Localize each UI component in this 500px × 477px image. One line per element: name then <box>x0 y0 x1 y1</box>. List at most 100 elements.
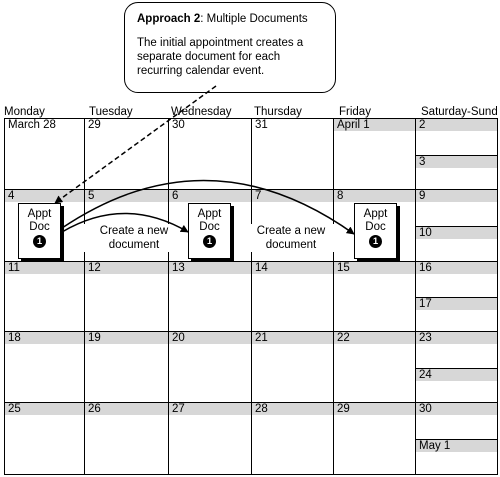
date-label: 22 <box>337 332 350 344</box>
date-bar <box>5 119 85 131</box>
date-label: 11 <box>8 262 20 274</box>
create-note-2: Create a new document <box>241 224 341 252</box>
date-bar <box>85 190 169 202</box>
arrow-to-doc-3 <box>61 179 355 235</box>
callout-line: The initial appointment creates a <box>137 37 304 49</box>
date-label: 20 <box>172 332 185 344</box>
day-cell: March 28 <box>4 118 86 191</box>
date-bar <box>252 190 334 202</box>
doc-number-badge: 1 <box>33 235 46 248</box>
create-note-1: Create a new document <box>84 224 184 252</box>
date-label: 17 <box>419 298 432 310</box>
date-label: 2 <box>419 119 426 131</box>
date-label: 4 <box>8 190 15 202</box>
date-bar <box>416 156 497 168</box>
note-line: Create a new <box>256 225 326 237</box>
date-bar <box>85 403 169 415</box>
day-header: Wednesday <box>171 106 232 118</box>
day-cell: 29 <box>333 402 417 475</box>
date-bar <box>169 332 252 344</box>
date-label: 7 <box>255 190 262 202</box>
date-label: 29 <box>337 403 350 415</box>
doc-line: Doc <box>199 221 220 233</box>
date-label: 27 <box>172 403 185 415</box>
date-label: 25 <box>8 403 21 415</box>
date-label: 16 <box>419 262 432 274</box>
day-cell: 26 <box>84 402 170 475</box>
day-cell: April 1 <box>333 118 417 191</box>
day-cell: 20 <box>168 331 253 404</box>
date-bar <box>169 190 252 202</box>
doc-number-badge: 1 <box>203 235 216 248</box>
day-header: Thursday <box>254 106 302 118</box>
date-bar <box>85 332 169 344</box>
date-bar <box>334 119 416 131</box>
sunday-cell: 3 <box>415 155 498 191</box>
date-bar <box>169 403 252 415</box>
date-label: 19 <box>88 332 101 344</box>
date-bar <box>416 227 497 239</box>
day-cell: 19 <box>84 331 170 404</box>
date-bar <box>416 190 497 202</box>
date-label: 30 <box>419 403 432 415</box>
saturday-cell: 2 <box>415 118 498 156</box>
date-label: 31 <box>255 119 268 131</box>
date-bar <box>334 190 416 202</box>
date-label: 21 <box>255 332 268 344</box>
date-label: 24 <box>419 369 432 381</box>
date-bar <box>334 262 416 274</box>
sunday-cell: May 1 <box>415 439 498 475</box>
day-cell: 27 <box>168 402 253 475</box>
date-label: 14 <box>255 262 268 274</box>
day-cell: 22 <box>333 331 417 404</box>
appt-doc-3: Appt Doc 1 <box>354 203 397 259</box>
date-bar <box>416 262 497 274</box>
date-bar <box>416 403 497 415</box>
date-label: 13 <box>172 262 185 274</box>
date-label: 8 <box>337 190 344 202</box>
day-cell: 30 <box>168 118 253 191</box>
callout-title: Approach 2: Multiple Documents <box>137 12 325 26</box>
sunday-cell: 17 <box>415 297 498 333</box>
doc-line: Doc <box>365 221 386 233</box>
date-bar <box>416 440 497 452</box>
date-label: 28 <box>255 403 268 415</box>
day-header: Monday <box>4 106 45 118</box>
day-header: Tuesday <box>89 106 133 118</box>
doc-line: Appt <box>197 208 222 220</box>
doc-line: Doc <box>29 221 50 233</box>
date-label: March 28 <box>8 119 56 131</box>
date-label: 29 <box>88 119 101 131</box>
date-label: April 1 <box>337 119 370 131</box>
date-bar <box>252 403 334 415</box>
date-bar <box>416 298 497 310</box>
date-label: 5 <box>88 190 95 202</box>
date-label: 23 <box>419 332 432 344</box>
day-cell: 15 <box>333 261 417 333</box>
date-bar <box>416 119 497 131</box>
date-label: 30 <box>172 119 185 131</box>
day-cell: 14 <box>251 261 335 333</box>
date-bar <box>169 119 252 131</box>
date-label: 6 <box>172 190 179 202</box>
date-bar <box>252 119 334 131</box>
date-bar <box>416 369 497 381</box>
date-bar <box>169 262 252 274</box>
date-label: 12 <box>88 262 101 274</box>
callout-pointer-arrow <box>54 85 217 204</box>
date-bar <box>5 262 85 274</box>
date-bar <box>5 332 85 344</box>
date-bar <box>85 119 169 131</box>
doc-number-badge: 1 <box>369 235 382 248</box>
date-bar <box>85 262 169 274</box>
callout-title-bold: Approach 2 <box>137 13 201 25</box>
note-line: document <box>108 239 160 251</box>
date-label: 3 <box>419 156 426 168</box>
date-bar <box>5 403 85 415</box>
callout-title-rest: : Multiple Documents <box>200 13 308 25</box>
day-cell: 31 <box>251 118 335 191</box>
date-bar <box>252 332 334 344</box>
date-label: 18 <box>8 332 21 344</box>
